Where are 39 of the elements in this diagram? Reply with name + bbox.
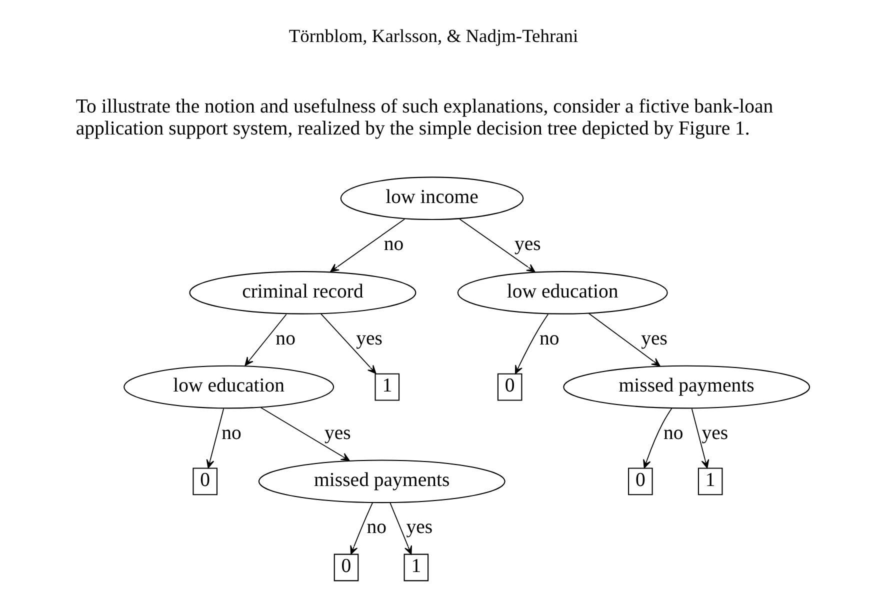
arrow	[206, 408, 224, 468]
node-ellipse: criminal record	[189, 271, 416, 314]
arrow	[320, 313, 376, 374]
arrow	[691, 408, 710, 468]
arrow	[390, 502, 412, 555]
arrow	[459, 218, 536, 272]
node-box: 1	[374, 373, 400, 401]
node-box: 0	[628, 468, 653, 496]
edge-label: yes	[356, 327, 383, 350]
edge-label: yes	[406, 516, 433, 538]
label: To illustrate the notion and usefulness of such explanations, consider a fictive bank-loan application support system, realized by the simple decision tree depicted by Figure 1.	[76, 95, 774, 140]
arrow	[330, 218, 406, 272]
arrow	[350, 502, 373, 555]
edge-label: no	[366, 516, 386, 538]
edge-label: no	[222, 422, 242, 444]
edge-label: yes	[514, 233, 541, 256]
arrow	[244, 314, 287, 366]
node-ellipse: low education	[124, 365, 334, 409]
node-box: 0	[497, 373, 522, 401]
node-ellipse: missed payments	[258, 460, 506, 504]
arrow	[514, 314, 549, 374]
edge-label: yes	[641, 327, 668, 350]
edge-label: no	[276, 327, 296, 350]
edge-label: no	[664, 422, 684, 444]
edge-label: yes	[324, 422, 351, 444]
node-box: 1	[698, 468, 723, 496]
edge-label: no	[384, 233, 404, 256]
arrow	[588, 313, 660, 366]
node-ellipse: missed payments	[563, 365, 810, 409]
node-box: 0	[192, 468, 218, 496]
edge-label: no	[540, 327, 560, 350]
node-box: 0	[334, 554, 359, 582]
node-ellipse: low income	[340, 176, 524, 220]
label: Törnblom, Karlsson, & Nadjm-Tehrani	[288, 26, 578, 46]
arrow	[260, 407, 350, 462]
arrow	[643, 408, 672, 468]
node-ellipse: low education	[457, 271, 668, 314]
node-box: 1	[404, 554, 429, 582]
edge-label: yes	[702, 422, 728, 444]
